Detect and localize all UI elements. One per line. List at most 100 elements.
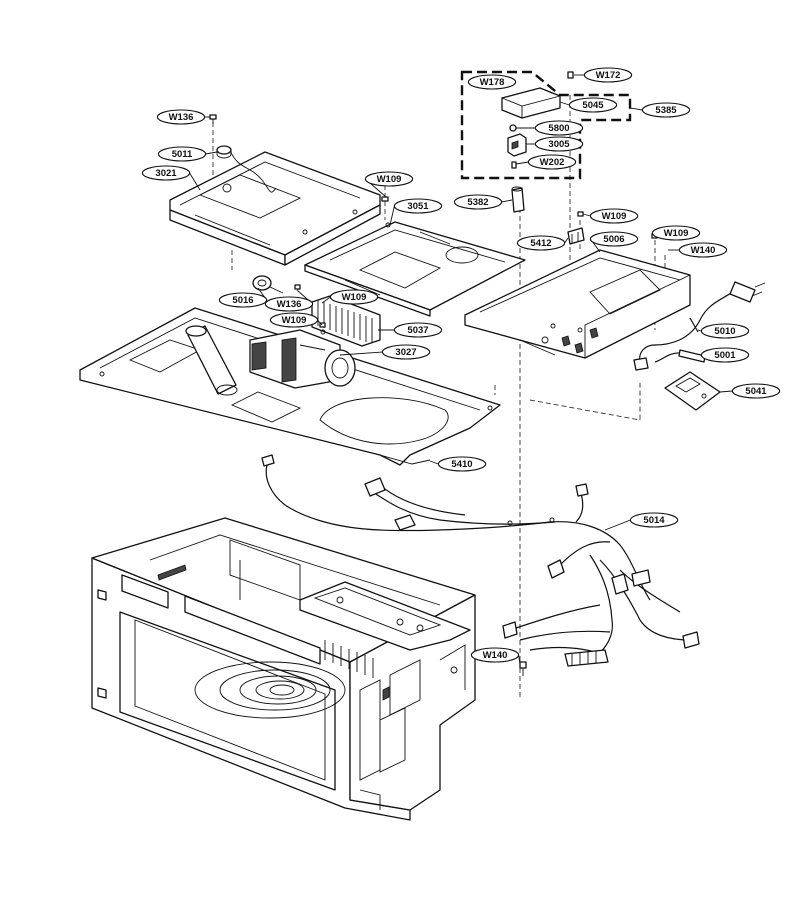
part-5011-sensor — [216, 145, 232, 159]
callout-5382: 5382 — [453, 194, 503, 210]
callout-5006: 5006 — [589, 231, 639, 247]
part-3051-plate — [304, 221, 526, 317]
callout-label-w109-a: W109 — [377, 174, 402, 185]
leader-line-5011 — [205, 151, 218, 155]
callout-label-5011: 5011 — [172, 149, 193, 160]
callout-w109-d: W109 — [589, 208, 639, 224]
callout-w172: W172 — [583, 67, 633, 83]
callout-5014: 5014 — [629, 512, 679, 528]
part-oven-cavity-chassis — [91, 517, 476, 821]
callout-oval-3005 — [534, 136, 584, 152]
callout-3021: 3021 — [141, 165, 191, 181]
callout-w140-a: W140 — [678, 242, 728, 258]
callout-label-3021: 3021 — [155, 168, 177, 179]
callout-oval-w109-a — [364, 171, 414, 187]
callout-label-w109-d: W109 — [602, 211, 627, 222]
callout-label-5382: 5382 — [467, 197, 488, 208]
callout-w109-b: W109 — [329, 289, 379, 305]
callout-w109-e: W109 — [651, 225, 701, 241]
leader-line-w109-b — [321, 296, 331, 304]
screw-w136-top — [209, 114, 217, 124]
callout-5037: 5037 — [393, 322, 443, 338]
callout-oval-5010 — [700, 323, 750, 339]
callout-label-5800: 5800 — [548, 123, 569, 134]
callout-oval-3051 — [393, 198, 443, 214]
leader-line-5412 — [564, 237, 569, 244]
callout-label-5412: 5412 — [530, 238, 551, 249]
callout-oval-5800 — [534, 120, 584, 136]
callout-3051: 3051 — [393, 198, 443, 214]
callout-oval-5410 — [437, 456, 487, 472]
callout-label-5041: 5041 — [745, 386, 767, 397]
part-5041-pcb — [664, 371, 721, 411]
part-5014-wire-harness — [261, 454, 700, 667]
callout-label-3005: 3005 — [548, 139, 570, 150]
callout-oval-w136-mid — [264, 296, 314, 312]
callout-label-w172: W172 — [596, 70, 621, 81]
callout-5011: 5011 — [157, 146, 207, 162]
callout-label-5045: 5045 — [582, 100, 604, 111]
callout-label-5014: 5014 — [643, 515, 665, 526]
callout-oval-5385 — [641, 102, 691, 118]
callout-5410: 5410 — [437, 456, 487, 472]
callout-oval-w140-b — [470, 647, 520, 663]
callout-5385: 5385 — [641, 102, 691, 118]
callout-label-3027: 3027 — [395, 347, 416, 358]
callout-label-w140-a: W140 — [691, 245, 716, 256]
callout-oval-5045 — [568, 97, 618, 113]
leader-line-3027 — [339, 351, 383, 356]
part-3005-switch — [507, 124, 527, 157]
callout-oval-5382 — [453, 194, 503, 210]
callout-oval-5001 — [700, 347, 750, 363]
callout-label-w202: W202 — [540, 157, 565, 168]
callout-oval-5037 — [393, 322, 443, 338]
leader-line-w109-c — [317, 319, 323, 326]
callout-5041: 5041 — [731, 383, 781, 399]
part-5045-bracket — [501, 87, 561, 119]
callout-oval-w136-top — [156, 109, 206, 125]
leader-line-3021 — [189, 172, 201, 191]
callout-5016: 5016 — [218, 292, 268, 308]
part-vent-duct — [185, 325, 238, 396]
callout-label-w140-b: W140 — [483, 650, 508, 661]
callout-label-5037: 5037 — [407, 325, 428, 336]
callout-3027: 3027 — [381, 344, 431, 360]
part-5037-grille — [311, 295, 381, 347]
callout-label-5410: 5410 — [451, 459, 472, 470]
callout-label-5016: 5016 — [232, 295, 253, 306]
callout-5412: 5412 — [516, 235, 566, 251]
callout-oval-3027 — [381, 344, 431, 360]
screw-w140-bottom — [519, 661, 527, 676]
part-5385-interlock-assembly-box — [460, 70, 632, 180]
callout-oval-w109-b — [329, 289, 379, 305]
callout-oval-5011 — [157, 146, 207, 162]
part-3027-blower — [249, 329, 356, 389]
callout-oval-w109-c — [269, 312, 319, 328]
part-5001-sensor — [654, 349, 706, 363]
callout-oval-w202 — [527, 154, 577, 170]
callout-oval-5014 — [629, 512, 679, 528]
callout-w136-top: W136 — [156, 109, 206, 125]
callout-oval-w109-d — [589, 208, 639, 224]
leader-line-w140-b — [518, 654, 521, 665]
leader-line-5385 — [629, 107, 643, 111]
callout-label-5001: 5001 — [714, 350, 736, 361]
leader-line-5041 — [719, 390, 733, 393]
callout-w109-a: W109 — [364, 171, 414, 187]
callout-label-5385: 5385 — [655, 105, 677, 116]
callout-oval-5016 — [218, 292, 268, 308]
callout-label-w178: W178 — [480, 77, 505, 88]
leader-line-5045 — [559, 101, 570, 106]
part-5016-motor — [252, 275, 284, 294]
callout-label-w109-e: W109 — [664, 228, 689, 239]
leader-line-w109-d — [582, 213, 591, 217]
callout-w202: W202 — [527, 154, 577, 170]
callout-w140-b: W140 — [470, 647, 520, 663]
leader-line-3051 — [389, 205, 395, 226]
callout-3005: 3005 — [534, 136, 584, 152]
callout-5010: 5010 — [700, 323, 750, 339]
callout-w178: W178 — [467, 74, 517, 90]
callout-label-5010: 5010 — [714, 326, 735, 337]
part-3021-cover-box — [169, 149, 381, 266]
